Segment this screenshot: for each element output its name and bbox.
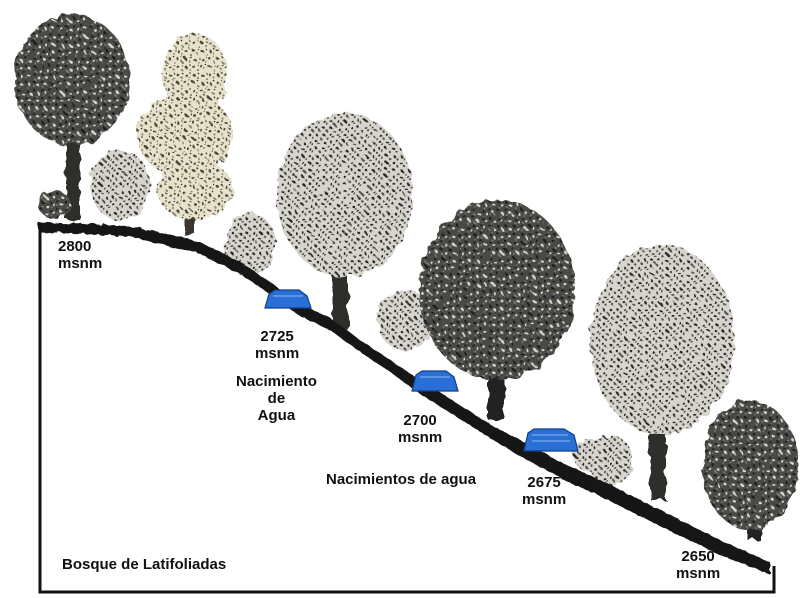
elevation-label-2725: 2725 msnm xyxy=(255,328,299,362)
elevation-unit: msnm xyxy=(522,491,567,508)
elevation-label-2700: 2700 msnm xyxy=(398,412,442,446)
spring-label-plural: Nacimientos de agua xyxy=(326,471,477,488)
elevation-unit: msnm xyxy=(676,565,721,582)
elevation-value: 2650 xyxy=(681,548,715,565)
elevation-value: 2800 xyxy=(58,238,92,255)
elevation-label-2800: 2800 msnm xyxy=(58,238,102,272)
spring-label-line: Agua xyxy=(257,407,296,424)
ground-slope xyxy=(38,222,770,574)
spring-2675 xyxy=(523,428,579,452)
spring-2725 xyxy=(264,289,312,309)
elevation-label-2650: 2650 msnm xyxy=(676,548,720,582)
tree-group xyxy=(14,15,798,540)
spring-label-line: Nacimiento xyxy=(236,373,317,390)
forest-type-label: Bosque de Latifoliadas xyxy=(62,556,227,573)
elevation-value: 2675 xyxy=(527,474,561,491)
spring-label-single: Nacimiento de Agua xyxy=(236,373,317,424)
elevation-unit: msnm xyxy=(398,429,443,446)
elevation-unit: msnm xyxy=(255,345,300,362)
section-outline xyxy=(38,224,776,594)
spring-2700 xyxy=(411,370,459,392)
elevation-value: 2700 xyxy=(403,412,437,429)
spring-label-line: de xyxy=(267,390,286,407)
elevation-unit: msnm xyxy=(58,255,103,272)
elevation-label-2675: 2675 msnm xyxy=(522,474,566,508)
elevation-value: 2725 xyxy=(260,328,294,345)
